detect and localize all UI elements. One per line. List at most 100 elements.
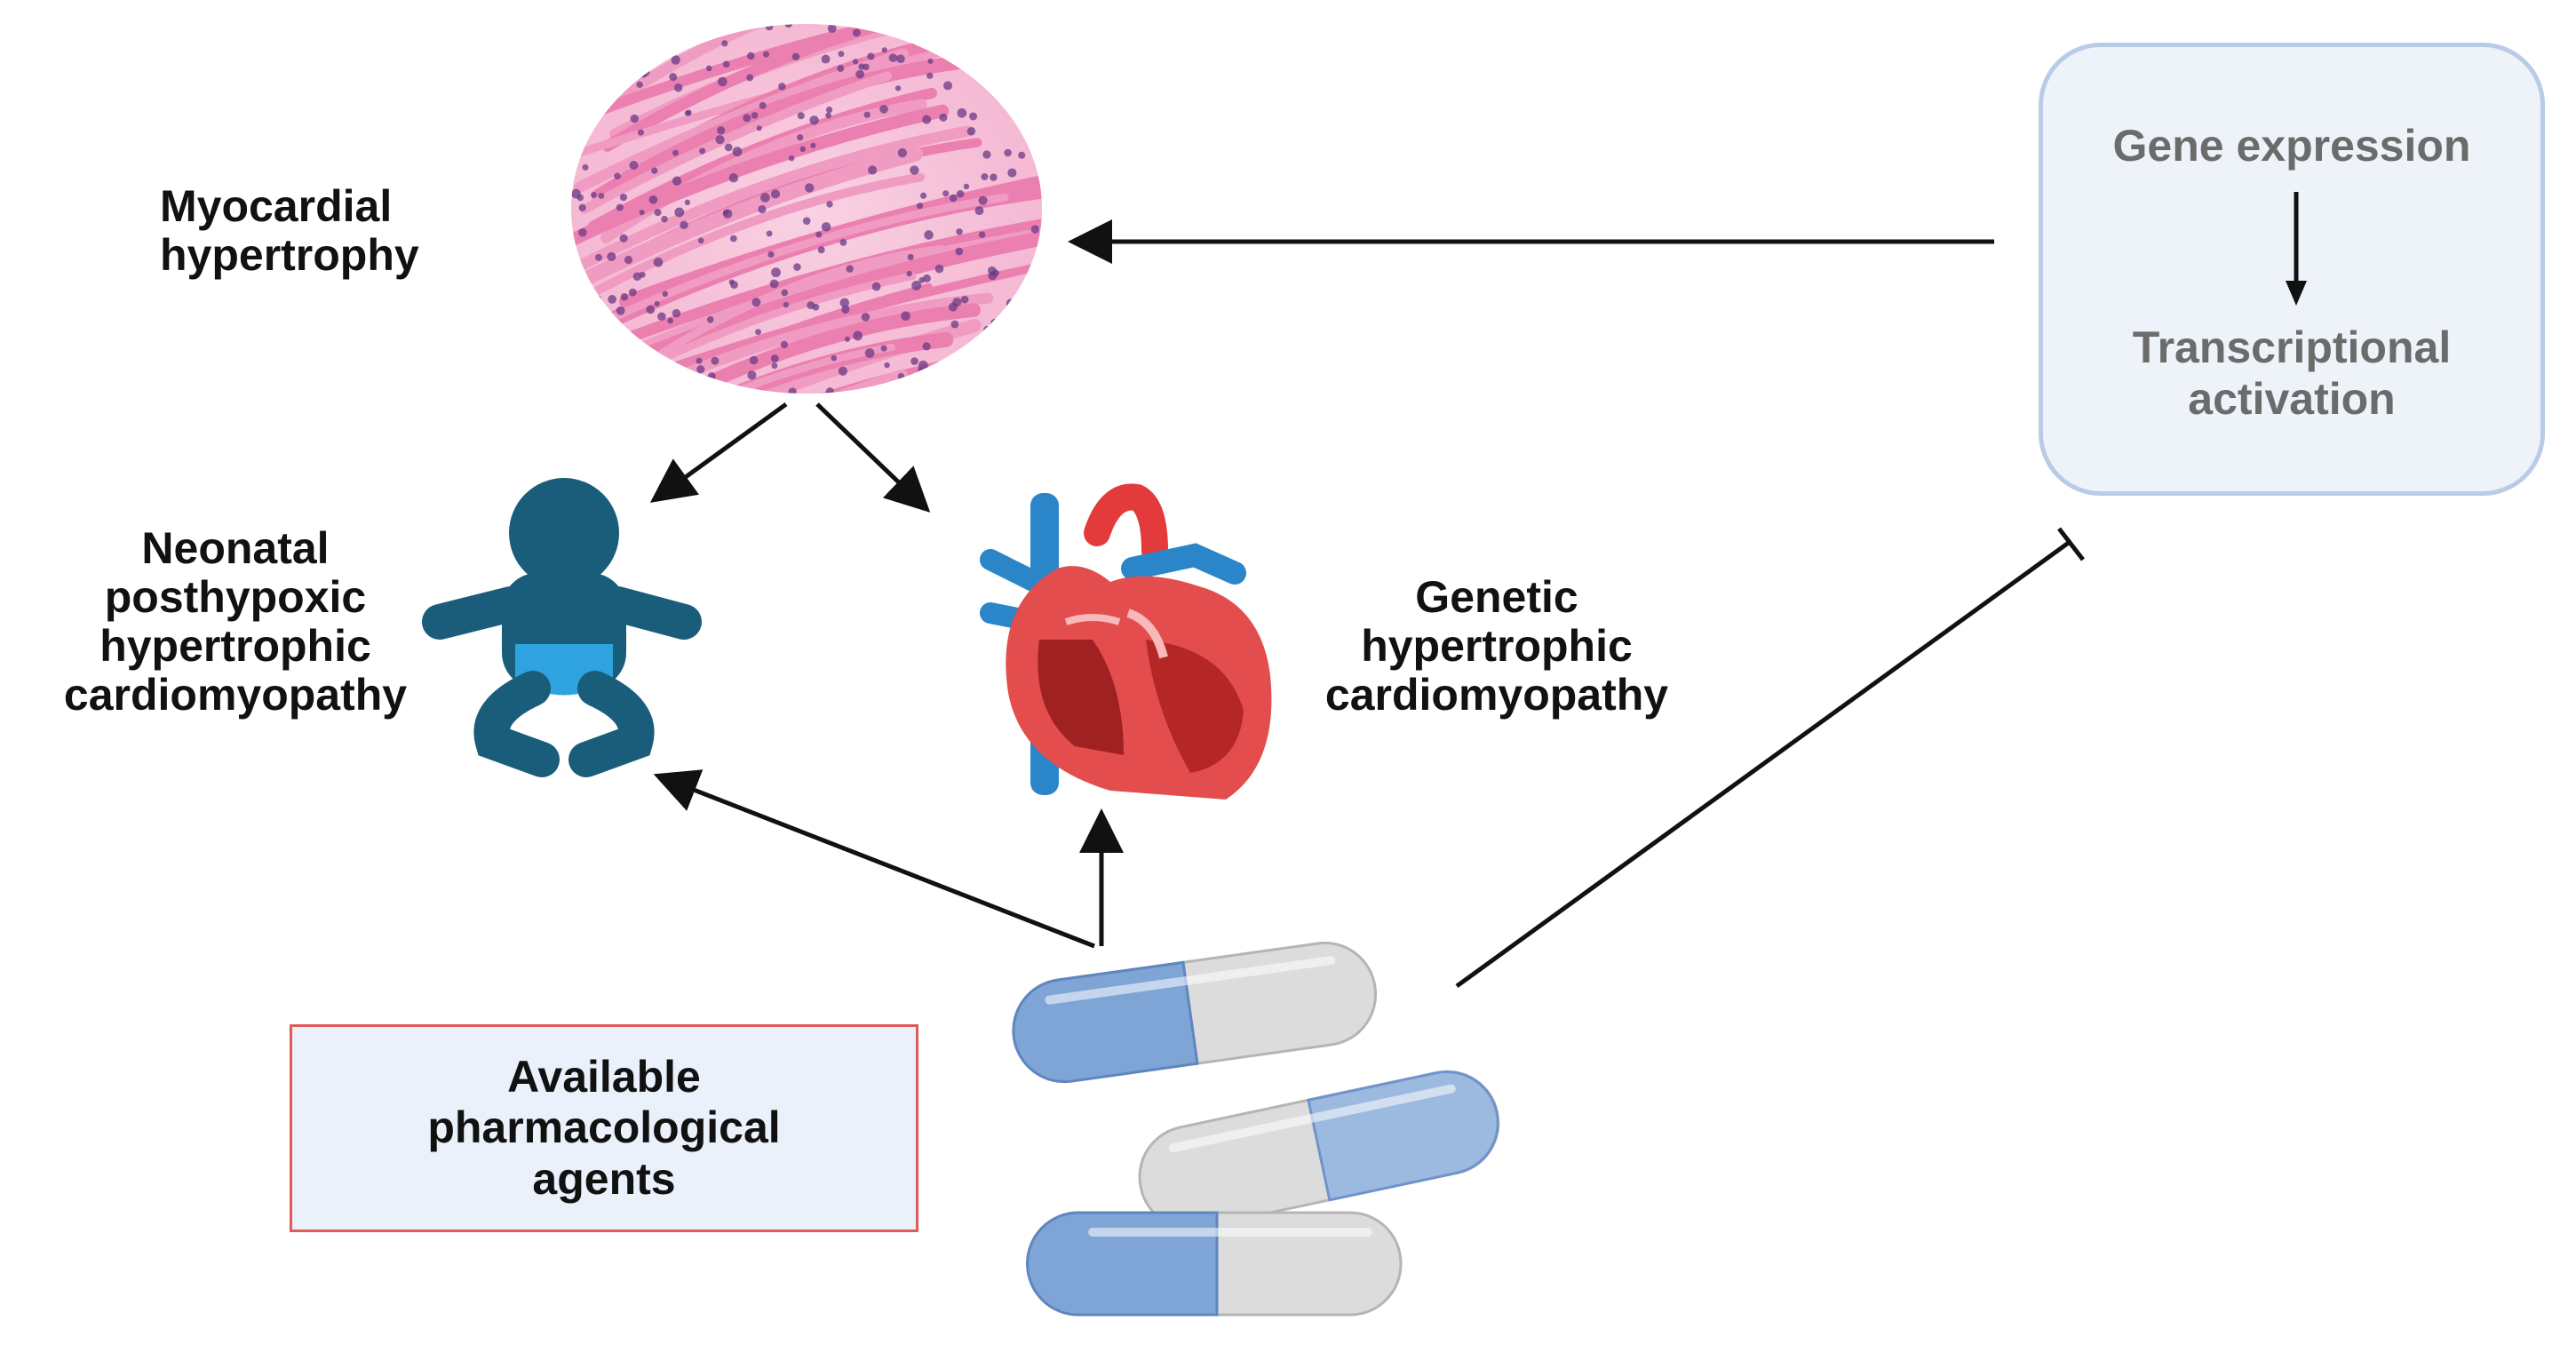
tissue-nucleus	[671, 55, 680, 65]
tissue-nucleus	[624, 24, 633, 33]
tissue-nucleus	[810, 142, 816, 148]
tissue-nucleus	[797, 112, 805, 120]
tissue-nucleus	[967, 388, 977, 394]
tissue-nucleus	[629, 161, 639, 170]
tissue-nucleus	[608, 295, 617, 304]
tissue-nucleus	[888, 53, 898, 62]
tissue-nucleus	[838, 51, 845, 58]
tissue-nucleus	[852, 28, 861, 37]
tissue-nucleus	[607, 251, 616, 262]
tissue-nucleus	[861, 313, 871, 322]
tissue-nucleus	[781, 289, 789, 297]
tissue-nucleus	[751, 112, 759, 119]
tissue-nucleus	[825, 387, 834, 394]
tissue-nucleus	[639, 210, 645, 216]
tissue-nucleus	[910, 165, 919, 175]
tissue-nucleus	[651, 167, 658, 174]
tissue-nucleus	[656, 378, 663, 386]
tissue-nucleus	[965, 382, 972, 389]
tissue-nucleus	[595, 253, 602, 261]
capsule-icon	[1012, 941, 1500, 1317]
tissue-nucleus	[586, 304, 595, 313]
tissue-nucleus	[724, 143, 733, 152]
tissue-nucleus	[981, 172, 989, 180]
tissue-nucleus	[1007, 168, 1017, 178]
tissue-nucleus	[696, 386, 704, 394]
tissue-nucleus	[1039, 177, 1042, 187]
tissue-fiber	[571, 292, 994, 394]
tissue-nucleus	[943, 81, 953, 91]
inhibition-bar	[2057, 527, 2085, 561]
tissue-nucleus	[852, 59, 859, 65]
tissue-nucleus	[1026, 57, 1034, 66]
tissue-nucleus	[662, 290, 669, 298]
tissue-nucleus	[871, 282, 881, 291]
tissue-nucleus	[751, 298, 761, 307]
tissue-nucleus	[963, 183, 970, 190]
tissue-nucleus	[916, 203, 924, 210]
tissue-nucleus	[989, 36, 998, 44]
tissue-nucleus	[766, 230, 773, 237]
pharmacological-agents-box: Available pharmacological agents	[290, 1024, 918, 1232]
tissue-nucleus	[669, 73, 678, 82]
tissue-nucleus	[653, 257, 664, 267]
tissue-nucleus	[648, 195, 658, 204]
tissue-nucleus	[983, 325, 991, 333]
tissue-fiber	[571, 172, 926, 315]
tissue-nucleus	[791, 52, 800, 61]
tissue-nucleus	[696, 365, 705, 374]
tissue-nucleus	[974, 206, 984, 216]
tissue-nucleus	[879, 104, 888, 114]
tissue-nucleus	[934, 264, 944, 274]
tissue-nucleus	[667, 317, 673, 324]
tissue-nucleus	[633, 28, 640, 36]
tissue-nucleus	[756, 125, 762, 131]
tissue-nucleus	[1022, 346, 1030, 354]
tissue-nucleus	[955, 247, 964, 256]
tissue-nucleus	[827, 24, 837, 33]
tissue-nucleus	[985, 82, 991, 88]
tissue-nucleus	[821, 222, 831, 232]
tissue-nucleus	[641, 53, 650, 62]
tissue-nucleus	[592, 312, 600, 319]
tissue-nucleus	[788, 155, 795, 162]
tissue-nucleus	[838, 366, 848, 376]
tissue-nucleus	[695, 377, 703, 385]
tissue-nucleus	[1018, 151, 1026, 159]
tissue-nucleus	[573, 133, 582, 142]
myocardial-hypertrophy-label: Myocardial hypertrophy	[160, 181, 419, 280]
tissue-nucleus	[950, 320, 959, 329]
tissue-nucleus	[868, 165, 878, 175]
tissue-nucleus	[1033, 386, 1041, 393]
tissue-nucleus	[812, 303, 820, 311]
tissue-fiber	[571, 104, 950, 251]
tissue-nucleus	[821, 54, 831, 64]
genetic-cardiomyopathy-label: Genetic hypertrophic cardiomyopathy	[1324, 572, 1669, 720]
tissue-nucleus	[746, 52, 755, 60]
tissue-nucleus	[616, 306, 625, 315]
tissue-nucleus	[672, 176, 682, 186]
tissue-nucleus	[960, 295, 969, 304]
tissue-nucleus	[910, 37, 918, 45]
tissue-nucleus	[579, 368, 586, 375]
tissue-nucleus	[685, 109, 692, 116]
tissue-nucleus	[619, 193, 628, 202]
tissue-nucleus	[918, 360, 928, 370]
tissue-nucleus	[771, 267, 781, 278]
tissue-nucleus	[839, 239, 847, 246]
tissue-nucleus	[778, 83, 786, 91]
tissue-nucleus	[746, 74, 754, 82]
tissue-nucleus	[749, 355, 759, 365]
tissue-nucleus	[990, 318, 999, 328]
tissue-nucleus	[982, 150, 991, 159]
tissue-nucleus	[706, 392, 713, 394]
tissue-nucleus	[1011, 104, 1019, 111]
tissue-nucleus	[767, 251, 775, 259]
tissue-nucleus	[956, 228, 963, 235]
tissue-nucleus	[684, 199, 691, 206]
tissue-nucleus	[571, 26, 576, 33]
myocardial-tissue-icon	[571, 24, 1042, 394]
tissue-nucleus	[578, 203, 586, 211]
tissue-fiber	[616, 380, 1042, 394]
tissue-nucleus	[770, 189, 781, 199]
